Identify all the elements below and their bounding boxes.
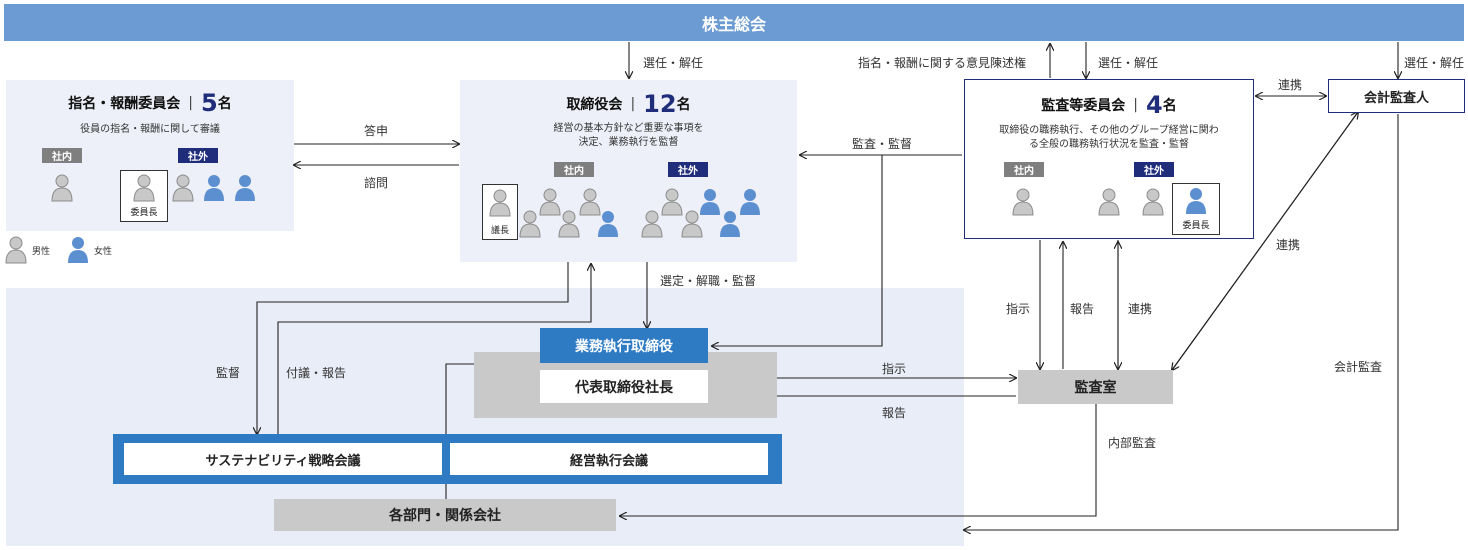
male-person-icon [538,188,562,216]
label-toshin: 答申 [364,124,389,138]
nomination-committee-heading: 指名・報酬委員会 | 5 名 [6,88,294,118]
audit-committee-desc-line1: 取締役の職務執行、その他のグループ経営に関わ [999,125,1219,136]
accounting-auditor-box: 会計監査人 [1328,79,1465,113]
board-heading: 取締役会 | 12 名 [460,88,797,120]
legend-female-icon [66,236,90,264]
nomination-tag-external: 社外 [178,148,218,163]
board-tag-internal: 社内 [554,162,594,177]
male-person-icon [660,188,684,216]
female-person-icon [718,210,742,238]
management-meeting-box: 経営執行会議 [450,443,768,475]
label-renkei-office: 連携 [1128,302,1153,316]
label-elect-board: 選任・解任 [643,56,704,70]
chair-label: 委員長 [1182,221,1210,231]
male-person-icon [680,210,704,238]
legend-male-label: 男性 [32,247,51,257]
audit-committee-desc-line2: る全般の職務執行状況を監査・監督 [1029,139,1189,150]
shareholders-meeting-banner: 株主総会 [4,4,1464,41]
label-shimon: 諮問 [364,176,389,190]
label-report-president: 報告 [882,406,907,420]
nomination-committee-count: 5 [201,89,218,117]
sustainability-meeting-label: サステナビリティ戦略会議 [205,453,361,469]
label-instruction-office: 指示 [1006,302,1031,316]
male-person-icon [518,210,542,238]
board-desc-line2: 決定、業務執行を監督 [578,137,679,148]
male-person-icon [578,188,602,216]
board-desc-line1: 経営の基本方針など重要な事項を [553,123,704,134]
audit-office-box: 監査室 [1018,370,1173,404]
female-person-icon [698,188,722,216]
label-instruction-president: 指示 [882,362,907,376]
board-count-unit: 名 [676,97,691,113]
president-box: 代表取締役社長 [540,370,708,403]
female-person-icon [738,188,762,216]
audit-office-label: 監査室 [1074,380,1117,396]
accounting-auditor-label: 会計監査人 [1363,90,1429,106]
shareholders-meeting-label: 株主総会 [701,14,766,34]
departments-label: 各部門・関係会社 [389,508,501,524]
audit-committee-heading: 監査等委員会 | 4 名 [964,90,1254,120]
chair-label: 委員長 [130,208,158,218]
male-person-icon [1097,188,1121,216]
audit-tag-external: 社外 [1134,162,1174,177]
female-person-icon [233,174,257,202]
audit-committee-count-unit: 名 [1162,98,1177,114]
title-divider: | [188,95,193,111]
female-person-icon [202,174,226,202]
male-person-icon [132,174,156,202]
legend-female-label: 女性 [94,247,113,257]
audit-committee-count: 4 [1146,91,1163,119]
male-person-icon [1011,188,1035,216]
label-renkei-auditor: 連携 [1278,78,1303,92]
label-supervise: 監督 [216,366,241,380]
nomination-committee-desc: 役員の指名・報酬に関して審議 [80,124,220,135]
label-opinion-right: 指名・報酬に関する意見陳述権 [858,56,1027,70]
label-accounting-audit: 会計監査 [1334,360,1383,374]
president-label: 代表取締役社長 [575,379,673,396]
executive-directors-label: 業務執行取締役 [575,338,673,355]
nomination-committee-title: 指名・報酬委員会 [68,96,181,112]
audit-committee-title: 監査等委員会 [1041,98,1126,114]
board-chair-box: 議長 [482,184,518,240]
label-select-dismiss: 選定・解職・監督 [660,274,757,288]
board-desc: 経営の基本方針など重要な事項を 決定、業務執行を監督 [460,122,797,150]
female-person-icon [596,210,620,238]
label-renkei-diagonal: 連携 [1276,238,1301,252]
board-title: 取締役会 [566,97,623,113]
male-person-icon [488,189,512,217]
audit-committee-desc: 取締役の職務執行、その他のグループ経営に関わ る全般の職務執行状況を監査・監督 [966,124,1252,152]
label-elect-audit: 選任・解任 [1098,56,1159,70]
title-divider: | [1133,97,1138,113]
legend-male-icon [4,236,28,264]
executive-directors-box: 業務執行取締役 [540,328,708,363]
male-person-icon [50,174,74,202]
audit-tag-internal: 社内 [1004,162,1044,177]
board-count: 12 [643,90,677,118]
male-person-icon [171,174,195,202]
label-audit-supervise: 監査・監督 [852,137,913,151]
departments-box: 各部門・関係会社 [274,499,616,531]
nomination-chair-box: 委員長 [120,170,168,222]
label-submit-report: 付議・報告 [286,366,347,380]
label-report-office: 報告 [1070,302,1095,316]
nomination-committee-count-unit: 名 [217,96,232,112]
label-elect-auditor: 選任・解任 [1404,56,1465,70]
audit-chair-box: 委員長 [1172,183,1220,235]
male-person-icon [640,210,664,238]
title-divider: | [630,96,636,112]
female-person-icon [1184,187,1208,215]
male-person-icon [1141,188,1165,216]
nomination-tag-internal: 社内 [42,148,82,163]
sustainability-meeting-box: サステナビリティ戦略会議 [124,443,442,475]
label-internal-audit: 内部監査 [1108,436,1157,450]
chair-label: 議長 [490,226,509,236]
male-person-icon [557,210,581,238]
board-tag-external: 社外 [668,162,708,177]
management-meeting-label: 経営執行会議 [569,453,648,469]
